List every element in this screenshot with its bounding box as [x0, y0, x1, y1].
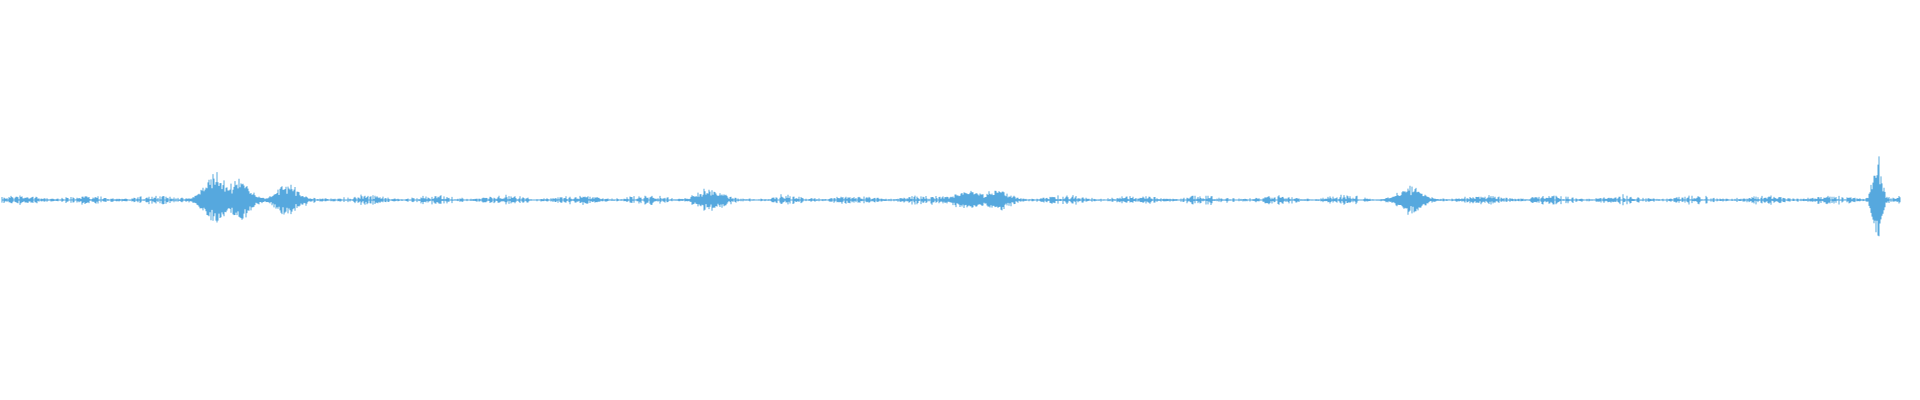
- waveform-samples: [1, 156, 1901, 237]
- waveform-path: [1, 156, 1901, 237]
